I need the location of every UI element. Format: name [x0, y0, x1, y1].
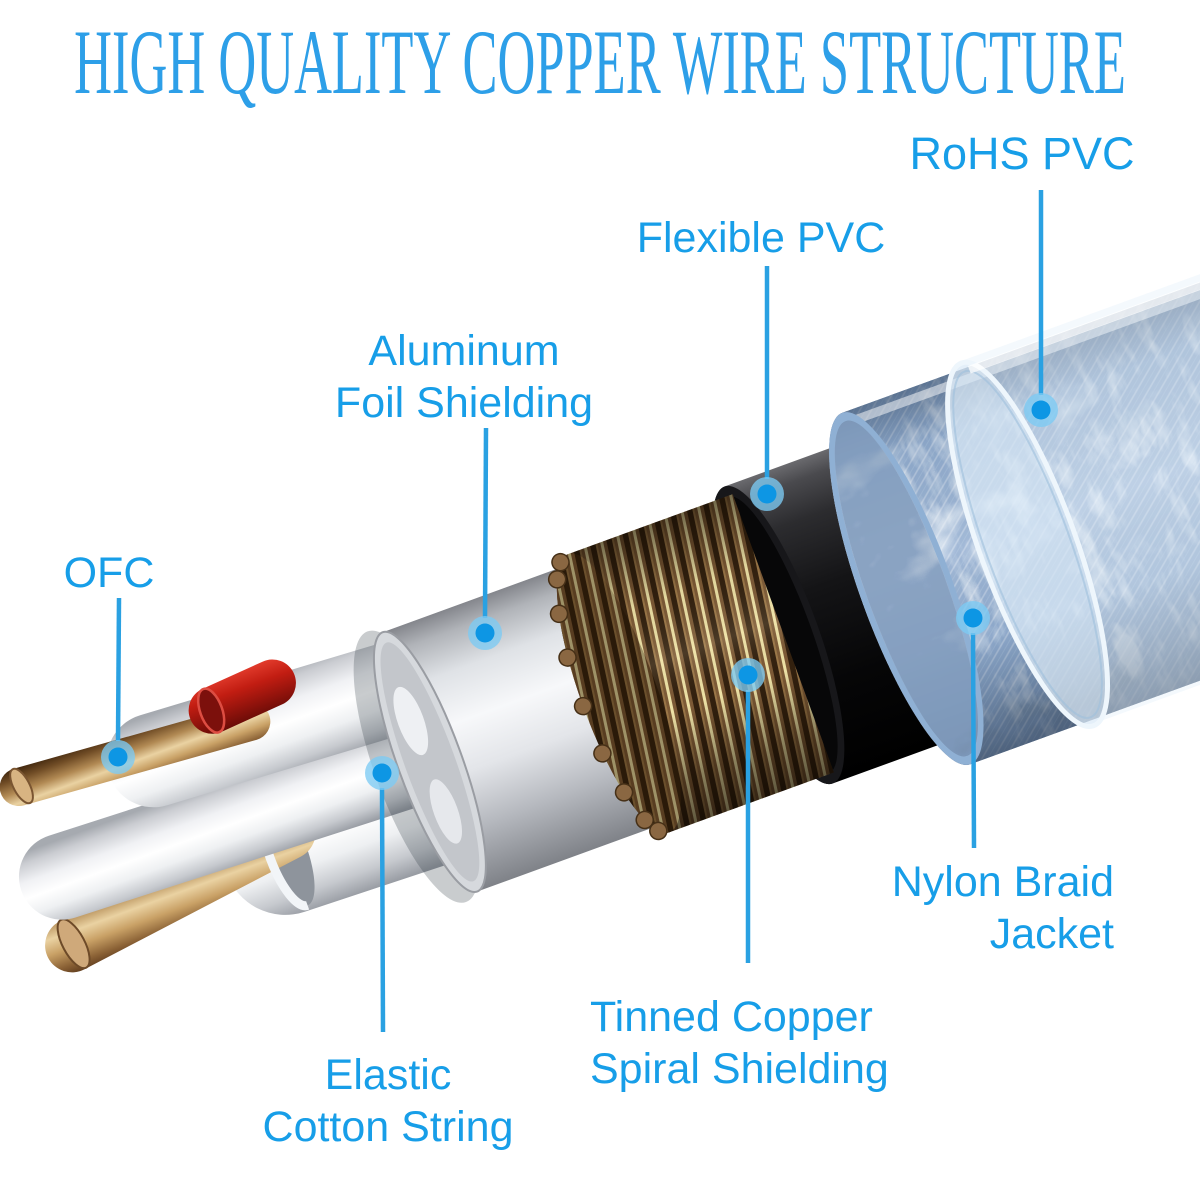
- marker-rohs-pvc: [1024, 393, 1058, 427]
- red-wire-insulation-tip: [188, 659, 296, 734]
- label-ofc: OFC: [64, 547, 155, 599]
- label-tinned-line1: Tinned Copper: [590, 993, 873, 1041]
- rohs-pvc-layer: [945, 195, 1200, 729]
- label-nylon-line2: Jacket: [989, 910, 1114, 958]
- label-aluminum-foil-shielding: Aluminum Foil Shielding: [335, 325, 593, 429]
- label-elastic-cotton-string: Elastic Cotton String: [263, 1049, 514, 1153]
- tinned-copper-shield-layer: [547, 494, 834, 841]
- label-ofc-text: OFC: [63, 549, 155, 597]
- cable-body: [0, 195, 1200, 973]
- marker-tinned-copper: [731, 658, 765, 692]
- label-tinned-copper-spiral-shielding: Tinned Copper Spiral Shielding: [590, 991, 889, 1095]
- leader-elastic-cotton: [379, 787, 386, 1033]
- label-tinned-line2: Spiral Shielding: [590, 1045, 889, 1093]
- leader-lines: [115, 190, 1044, 1033]
- label-nylon-braid-jacket: Nylon Braid Jacket: [868, 856, 1114, 960]
- leader-nylon-braid: [970, 632, 977, 849]
- label-rohs-pvc-text: RoHS PVC: [909, 128, 1135, 179]
- marker-nylon-braid: [956, 601, 990, 635]
- label-nylon-line1: Nylon Braid: [891, 858, 1114, 906]
- label-rohs-pvc: RoHS PVC: [909, 128, 1134, 180]
- marker-flexible-pvc: [750, 477, 784, 511]
- label-flexible-pvc: Flexible PVC: [637, 212, 886, 264]
- label-aluminum-line1: Aluminum: [368, 327, 560, 375]
- marker-elastic-cotton: [365, 756, 399, 790]
- label-flexible-pvc-text: Flexible PVC: [636, 214, 886, 262]
- label-aluminum-line2: Foil Shielding: [334, 379, 594, 427]
- marker-aluminum-foil: [468, 616, 502, 650]
- leader-aluminum-foil: [482, 427, 489, 619]
- marker-ofc: [101, 740, 135, 774]
- nylon-braid-jacket-layer: [829, 195, 1200, 765]
- aluminum-foil-layer: [353, 555, 687, 903]
- marker-dots: [101, 393, 1058, 790]
- label-elastic-line2: Cotton String: [262, 1103, 514, 1151]
- copper-wire-tips: [547, 552, 668, 841]
- page-title: HIGH QUALITY COPPER WIRE STRUCTURE: [74, 11, 1126, 113]
- leader-ofc: [115, 597, 122, 742]
- label-elastic-line1: Elastic: [324, 1051, 452, 1099]
